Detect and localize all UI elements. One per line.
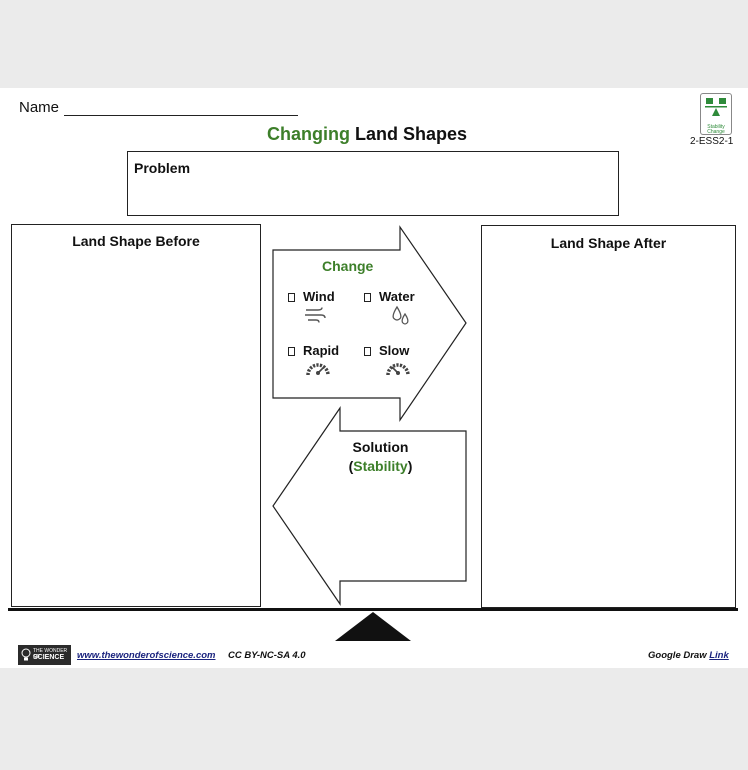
option-slow[interactable]: Slow (364, 343, 409, 358)
license-text: CC BY-NC-SA 4.0 (228, 650, 306, 661)
badge-text-1: Stability (707, 124, 725, 130)
standard-code: 2-ESS2-1 (690, 136, 734, 147)
google-draw-link[interactable]: Link (709, 650, 729, 661)
speedometer-fast-icon (306, 363, 330, 376)
balance-beam (8, 608, 738, 611)
speedometer-slow-icon (386, 363, 410, 376)
fulcrum-triangle (335, 612, 411, 641)
google-draw-label: Google Draw (648, 650, 710, 661)
water-checkbox[interactable] (364, 293, 371, 303)
rapid-label: Rapid (303, 343, 340, 358)
slow-checkbox[interactable] (364, 347, 371, 357)
title-highlight: Changing (266, 124, 350, 144)
rapid-checkbox[interactable] (288, 347, 295, 357)
arrows-layer (272, 225, 467, 606)
wonder-of-science-logo: THE WONDER OF SCIENCE (18, 645, 71, 665)
logo-text-1: THE WONDER OF (33, 648, 68, 660)
balance-icon (705, 98, 727, 116)
solution-arrow (272, 406, 467, 606)
option-rapid[interactable]: Rapid (288, 343, 339, 358)
google-draw-text: Google Draw Link (648, 650, 729, 661)
land-shape-before-box[interactable]: Land Shape Before (11, 224, 261, 607)
water-drops-icon (392, 305, 409, 325)
paren-open: ( (348, 458, 354, 474)
land-shape-after-box[interactable]: Land Shape After (481, 225, 736, 608)
option-wind[interactable]: Wind (288, 289, 335, 304)
problem-label: Problem (134, 160, 191, 176)
after-label: Land Shape After (550, 235, 667, 251)
website-link[interactable]: www.thewonderofscience.com (77, 650, 216, 661)
stability-change-badge: Stability Change (700, 93, 732, 135)
title-rest: Land Shapes (349, 124, 468, 144)
worksheet: Name Changing Land Shapes Stability Chan… (0, 88, 748, 668)
page-title: Changing Land Shapes (0, 124, 734, 145)
wind-icon (305, 307, 326, 323)
paren-close: ) (407, 458, 413, 474)
problem-box[interactable]: Problem (127, 151, 619, 216)
name-label: Name (19, 99, 60, 116)
wind-checkbox[interactable] (288, 293, 295, 303)
before-label: Land Shape Before (72, 233, 200, 249)
lightbulb-icon (21, 648, 31, 661)
stability-highlight: Stability (353, 458, 408, 474)
solution-label: Solution (352, 439, 409, 455)
change-arrow (272, 225, 467, 422)
option-water[interactable]: Water (364, 289, 415, 304)
slow-label: Slow (379, 343, 410, 358)
logo-text-2: SCIENCE (33, 654, 65, 661)
water-label: Water (379, 289, 415, 304)
badge-text-2: Change (707, 129, 725, 135)
change-label: Change (322, 258, 374, 274)
solution-stability: (Stability) (333, 458, 428, 474)
wind-label: Wind (303, 289, 335, 304)
name-line[interactable] (64, 115, 298, 116)
